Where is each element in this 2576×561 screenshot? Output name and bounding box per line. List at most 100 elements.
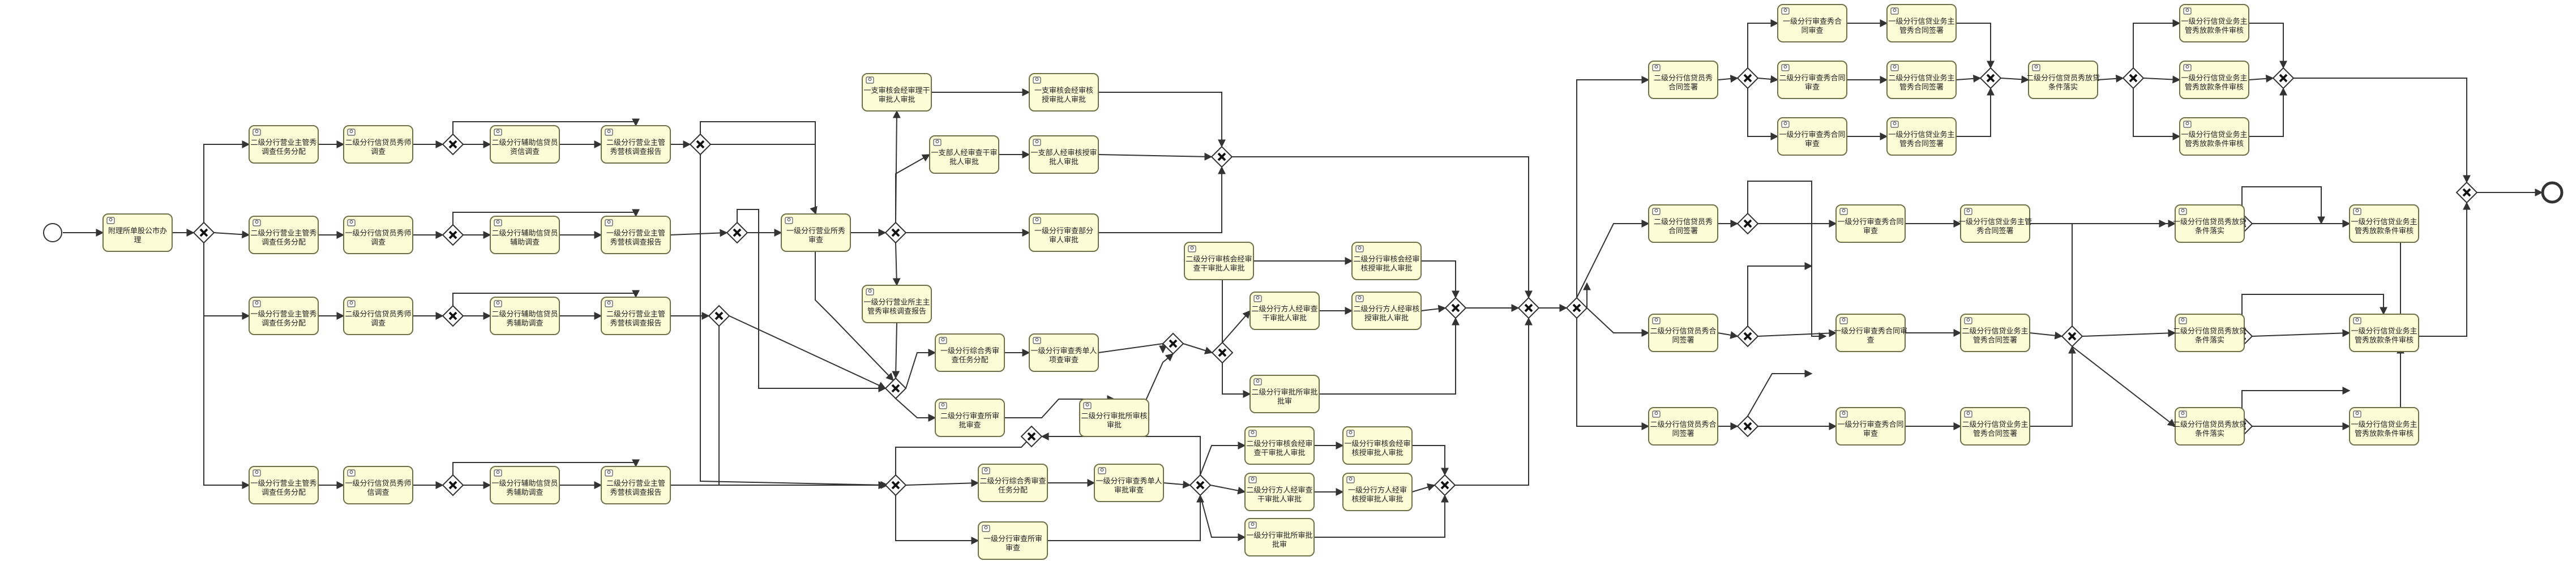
exclusive-gateway-icon[interactable] xyxy=(1565,297,1588,319)
exclusive-gateway-icon[interactable] xyxy=(1020,425,1043,448)
exclusive-gateway-icon[interactable] xyxy=(689,133,712,156)
exclusive-gateway-icon[interactable] xyxy=(1517,297,1540,319)
exclusive-gateway-icon[interactable] xyxy=(1189,474,1212,496)
exclusive-gateway-icon[interactable] xyxy=(1736,212,1759,235)
exclusive-gateway-icon[interactable] xyxy=(2122,67,2145,89)
exclusive-gateway-icon[interactable] xyxy=(1979,67,2002,89)
exclusive-gateway-icon[interactable] xyxy=(1434,474,1456,496)
exclusive-gateway-icon[interactable] xyxy=(884,221,907,244)
exclusive-gateway-icon[interactable] xyxy=(1736,67,1759,89)
exclusive-gateway-icon[interactable] xyxy=(1444,297,1467,319)
exclusive-gateway-icon[interactable] xyxy=(2272,67,2295,89)
task-label: 授审批人审批 xyxy=(1364,314,1409,323)
exclusive-gateway-icon[interactable] xyxy=(2061,325,2083,348)
exclusive-gateway-icon[interactable] xyxy=(1736,415,1759,438)
exclusive-gateway-icon[interactable] xyxy=(708,305,730,327)
exclusive-gateway-icon[interactable] xyxy=(1736,325,1759,348)
exclusive-gateway-icon[interactable] xyxy=(442,133,464,156)
exclusive-gateway-icon[interactable] xyxy=(726,221,748,244)
exclusive-gateway-icon[interactable] xyxy=(1162,332,1184,355)
start-event-icon[interactable] xyxy=(43,223,62,242)
exclusive-gateway-icon[interactable] xyxy=(1211,341,1234,364)
exclusive-gateway-icon[interactable] xyxy=(192,221,215,244)
exclusive-gateway-icon[interactable] xyxy=(884,377,907,400)
task-label: 管秀放款条件审核 xyxy=(2185,139,2244,148)
end-event-icon[interactable] xyxy=(2541,181,2564,204)
exclusive-gateway-icon[interactable] xyxy=(442,224,464,246)
exclusive-gateway-icon[interactable] xyxy=(1210,145,1233,168)
exclusive-gateway-icon[interactable] xyxy=(884,474,907,496)
exclusive-gateway-icon[interactable] xyxy=(442,305,464,327)
exclusive-gateway-icon[interactable] xyxy=(442,474,464,496)
exclusive-gateway-icon[interactable] xyxy=(2455,181,2478,204)
